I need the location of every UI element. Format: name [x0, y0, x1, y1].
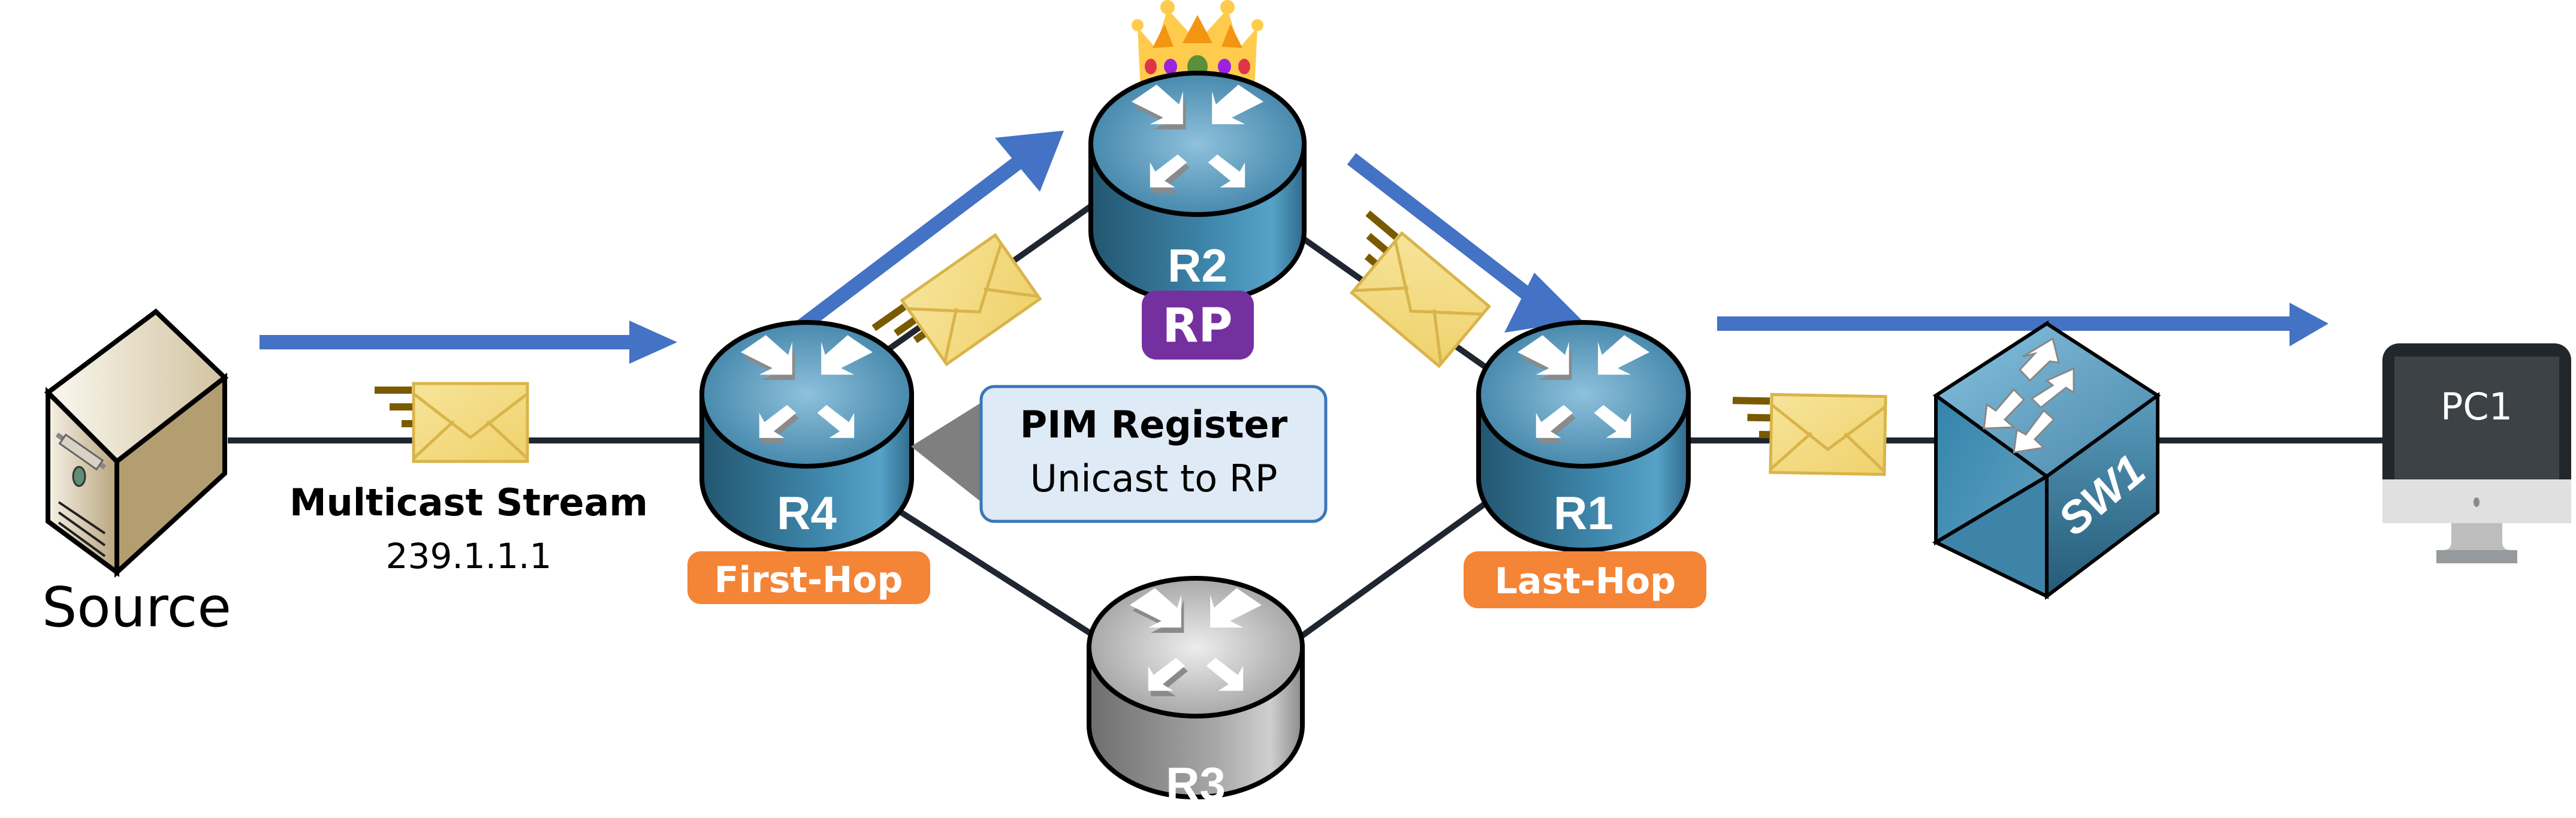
source-label: Source — [42, 575, 231, 639]
pim-register-callout: PIM Register Unicast to RP — [911, 385, 1328, 523]
stream-title: Multicast Stream — [289, 481, 648, 524]
router-r2[interactable]: R2 — [1088, 71, 1307, 305]
pc1-label: PC1 — [2441, 385, 2512, 428]
r1-label: R1 — [1554, 487, 1613, 539]
switch-icon — [1983, 337, 2075, 454]
first-hop-badge: First-Hop — [687, 551, 930, 604]
router-r3[interactable]: R3 — [1087, 576, 1305, 810]
router-r1[interactable]: R1 — [1476, 320, 1691, 553]
stream-group-address: 239.1.1.1 — [386, 536, 552, 576]
flow-arrow-r1-to-pc1 — [1717, 303, 2328, 346]
r2-label: R2 — [1168, 239, 1227, 292]
source-server[interactable]: Source — [42, 308, 231, 639]
flow-arrows — [260, 131, 2328, 364]
link-r4-r3 — [885, 500, 1105, 644]
last-hop-badge: Last-Hop — [1464, 551, 1706, 608]
last-hop-badge-label: Last-Hop — [1495, 560, 1676, 602]
link-r3-r1 — [1293, 482, 1512, 644]
r3-label: R3 — [1166, 757, 1226, 810]
flow-arrow-r2-to-r1 — [1347, 153, 1582, 333]
envelope-icon — [375, 384, 527, 461]
pc1-computer[interactable]: PC1 — [2382, 343, 2571, 563]
r4-label: R4 — [777, 487, 837, 539]
rp-badge-label: RP — [1162, 299, 1232, 353]
router-r4[interactable]: R4 — [699, 320, 914, 553]
callout-title: PIM Register — [1020, 403, 1288, 446]
server-icon — [44, 308, 229, 578]
callout-subtitle: Unicast to RP — [1030, 457, 1278, 500]
monitor-icon — [2382, 343, 2571, 563]
rp-badge: RP — [1142, 291, 1254, 360]
stream-label: Multicast Stream 239.1.1.1 — [289, 481, 648, 576]
flow-arrow-r4-to-r2 — [780, 131, 1064, 345]
envelope-icon — [1732, 394, 1886, 474]
flow-arrow-source-to-r4 — [260, 321, 677, 364]
first-hop-badge-label: First-Hop — [714, 559, 903, 601]
envelope-icon — [1322, 208, 1489, 366]
switch-sw1[interactable]: SW1 — [1932, 320, 2161, 600]
